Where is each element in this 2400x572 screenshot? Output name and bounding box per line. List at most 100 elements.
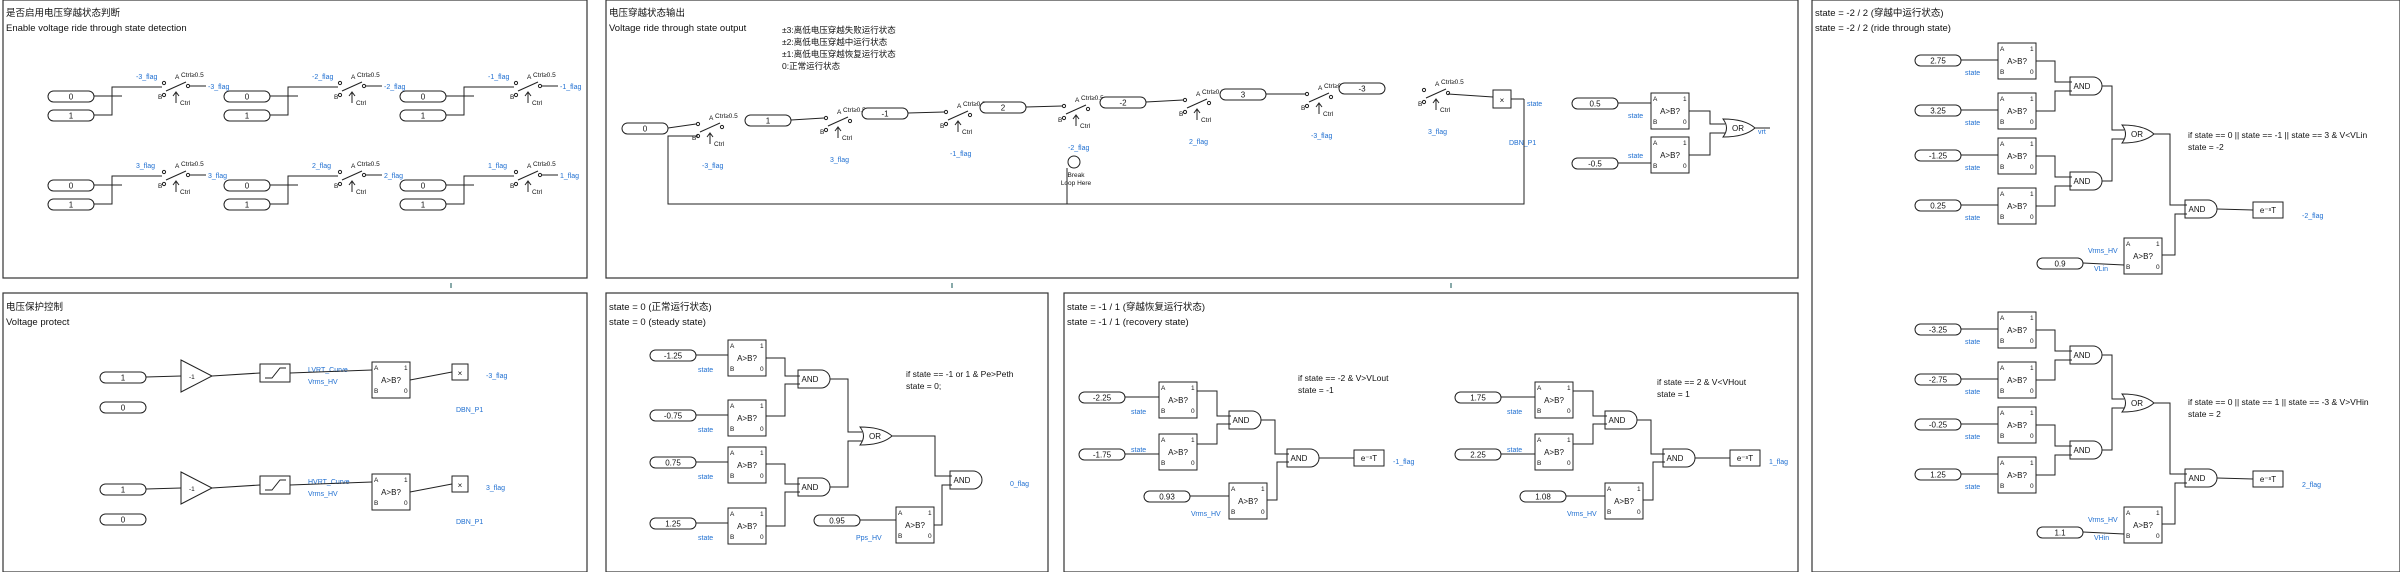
port-0-label: 0 <box>2030 69 2034 76</box>
flag-label: -1_flag <box>950 151 972 158</box>
switch-port-a: A <box>175 74 180 81</box>
constant-value: 1.08 <box>1535 493 1551 502</box>
p6-title-en: state = -1 / 1 (recovery state) <box>1067 317 1189 328</box>
switch-port-a: A <box>1435 81 1440 88</box>
port-a-label: A <box>1161 437 1166 444</box>
port-b-label: B <box>2000 338 2004 345</box>
break-loop-label: Break <box>1068 172 1086 179</box>
divider-marker <box>1450 283 1452 288</box>
switch-threshold: Ctrl≥0.5 <box>533 72 556 79</box>
port-0-label: 0 <box>2030 433 2034 440</box>
port-a-label: A <box>2126 241 2131 248</box>
port-1-label: 1 <box>2030 96 2034 103</box>
and-gate <box>1286 448 1320 468</box>
port-b-label: B <box>730 534 734 541</box>
switch-threshold: Ctrl≥0.5 <box>715 113 738 120</box>
compare-block <box>1650 92 1690 130</box>
p5-title-cn: state = 0 (正常运行状态) <box>609 301 712 313</box>
switch-node <box>1061 115 1067 121</box>
panel-voltage-protect <box>2 292 588 572</box>
constant-block <box>861 107 909 120</box>
port-b-label: B <box>898 533 902 540</box>
switch-node <box>1182 97 1188 103</box>
ctrl-label: Ctrl <box>714 141 725 148</box>
and-gate-label: AND <box>2074 446 2091 455</box>
constant-value: 1.75 <box>1470 394 1486 403</box>
flag-label: -3_flag <box>702 163 724 170</box>
and-gate-label: AND <box>1667 454 1684 463</box>
switch-port-a: A <box>709 115 714 122</box>
port-a-label: A <box>730 450 735 457</box>
p3-title-en: state = -2 / 2 (ride through state) <box>1815 23 1951 34</box>
compare-block <box>895 506 935 544</box>
port-0-label: 0 <box>760 473 764 480</box>
signal-label: Vrms_HV <box>2088 517 2118 524</box>
port-b-label: B <box>730 426 734 433</box>
constant-value: 0 <box>245 93 250 102</box>
wire <box>2216 477 2254 480</box>
switch-port-b: B <box>334 183 338 190</box>
state-input: state <box>1131 447 1146 454</box>
switch-node <box>1328 94 1334 100</box>
port-0-label: 0 <box>2030 338 2034 345</box>
compare-block <box>1158 433 1198 471</box>
flag-label: -1_flag <box>560 84 582 91</box>
wire <box>1197 390 1231 417</box>
panel-vrt-enable <box>2 0 588 279</box>
constant-value: 1 <box>245 112 250 121</box>
dbn-label: DBN_P1 <box>456 407 483 414</box>
switch-node <box>823 115 829 121</box>
compare-block <box>1997 187 2037 225</box>
ctrl-label: Ctrl <box>1201 117 1212 124</box>
wire <box>211 372 261 377</box>
port-b-label: B <box>730 473 734 480</box>
switch-threshold: Ctrl≥0.5 <box>181 72 204 79</box>
switch-threshold: Ctrl≥0.5 <box>1081 95 1104 102</box>
port-1-label: 1 <box>760 511 764 518</box>
constant-value: 1 <box>121 486 126 495</box>
switch-port-a: A <box>1196 91 1201 98</box>
wire <box>2036 424 2072 447</box>
wire <box>934 484 952 526</box>
wire <box>409 483 453 493</box>
compare-label: A>B? <box>381 376 401 385</box>
compare-block <box>1650 136 1690 174</box>
constant-block <box>979 101 1027 114</box>
switch-threshold: Ctrl≥0.5 <box>843 107 866 114</box>
port-1-label: 1 <box>404 365 408 372</box>
compare-block <box>1534 433 1574 471</box>
port-0-label: 0 <box>1261 509 1265 516</box>
switch-port-a: A <box>351 74 356 81</box>
ctrl-label: Ctrl <box>356 189 367 196</box>
switch-threshold: Ctrl≥0.5 <box>533 161 556 168</box>
and-gate <box>949 470 983 490</box>
port-b-label: B <box>2000 164 2004 171</box>
port-a-label: A <box>730 403 735 410</box>
signal-label: Vrms_HV <box>2088 248 2118 255</box>
and-gate-label: AND <box>2074 177 2091 186</box>
switch-node <box>161 169 167 175</box>
port-a-label: A <box>2000 365 2005 372</box>
compare-label: A>B? <box>1168 448 1188 457</box>
port-a-label: A <box>374 365 379 372</box>
state-input: state <box>698 474 713 481</box>
ctrl-label: Ctrl <box>532 100 543 107</box>
compare-block <box>1997 137 2037 175</box>
wire <box>1145 99 1184 103</box>
constant-value: 0.25 <box>1930 202 1946 211</box>
wire <box>1689 110 1725 125</box>
switch-node <box>695 121 701 127</box>
p4-title-cn: 电压保护控制 <box>6 301 63 313</box>
switch-node <box>513 92 519 98</box>
wire <box>2102 354 2124 400</box>
p3-cond-bot-1: if state == 0 || state == 1 || state == … <box>2188 397 2369 407</box>
and-gate-label: AND <box>2189 474 2206 483</box>
panel-vrt-output <box>605 0 1799 279</box>
and-gate <box>1228 410 1262 430</box>
wire <box>1267 461 1289 501</box>
constant-value: 0.95 <box>829 517 845 526</box>
switch-blade <box>165 81 187 92</box>
wire <box>2102 85 2124 131</box>
signal-label: VHin <box>2094 535 2109 542</box>
flag-label: 3_flag <box>1428 129 1447 136</box>
